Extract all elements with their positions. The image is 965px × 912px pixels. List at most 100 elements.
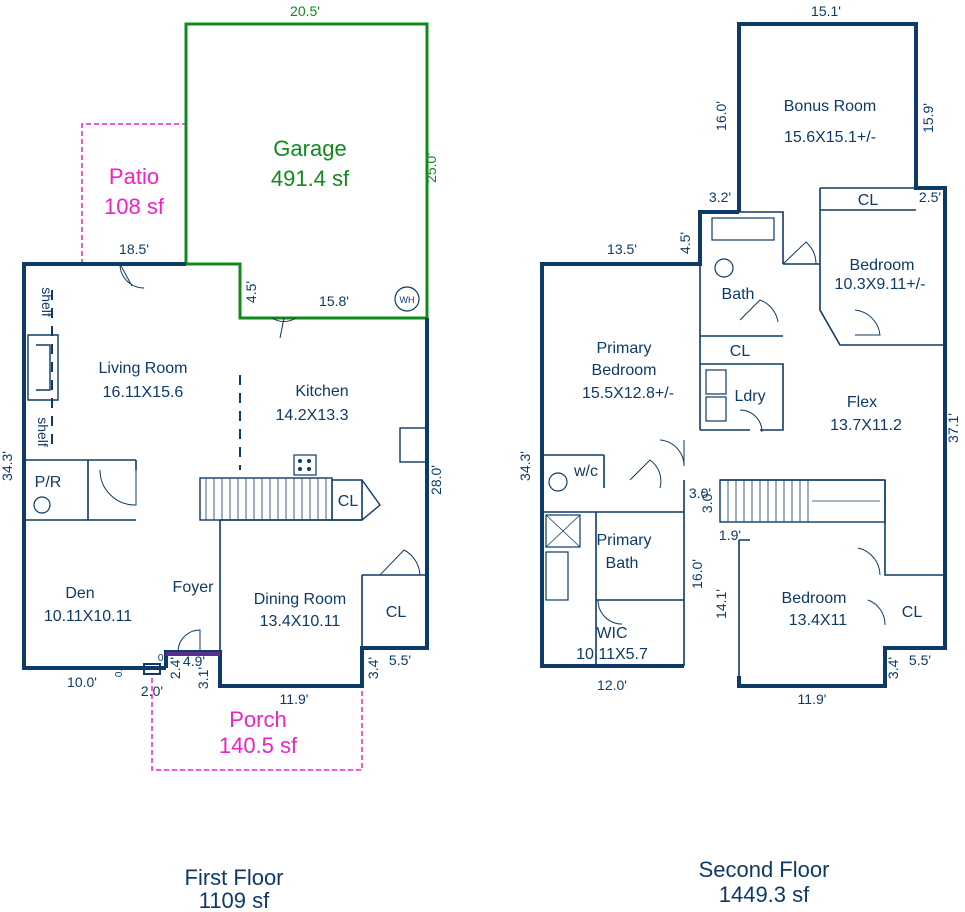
dim-entry-d: 3.1' <box>195 667 211 689</box>
water-heater-icon <box>394 286 420 312</box>
dim-bed-top: 2.5' <box>919 189 941 205</box>
dim-step-b: 5.5' <box>909 652 931 668</box>
first-floor-labels: Garage 491.4 sf Patio 108 sf Porch 140.5… <box>0 3 444 912</box>
dim-entry-a: 2.0' <box>141 683 163 699</box>
bedroom-3-size: 13.4X11 <box>789 612 848 629</box>
door-swing <box>854 309 881 336</box>
dim-stair-a: 3.0' <box>689 485 711 501</box>
dim-bonus-left: 16.0' <box>713 101 729 131</box>
living-room-size: 16.11X15.6 <box>103 384 184 401</box>
dim-entry-c: 4.9' <box>183 653 205 669</box>
kitchen-wall-unit <box>399 427 428 463</box>
bath-closet-name: CL <box>730 343 751 360</box>
door-swing <box>119 263 145 289</box>
washer <box>705 369 727 395</box>
second-floor-area: 1449.3 sf <box>719 882 810 907</box>
dim-step-a: 3.4' <box>365 657 381 679</box>
door-swing <box>867 599 886 626</box>
dim-tiny-a: 0. <box>114 669 125 677</box>
dim-pbath-side: 16.0' <box>689 559 705 589</box>
dining-room-name: Dining Room <box>254 591 346 608</box>
garage-name: Garage <box>273 136 346 161</box>
den-size: 10.11X10.11 <box>44 608 132 625</box>
dim-bath-top: 3.2' <box>709 189 731 205</box>
first-floor-plan <box>22 22 429 771</box>
second-floor-exterior-wall <box>540 22 947 688</box>
dim-porch-width: 11.9' <box>280 691 309 707</box>
wic-size: 10.11X5.7 <box>576 646 648 663</box>
door-swing <box>379 549 421 576</box>
dim-bottom-right: 11.9' <box>798 691 827 707</box>
shelf-label-bottom: shelf <box>35 417 51 447</box>
bedroom-2-size: 10.3X9.11+/- <box>835 276 926 293</box>
dim-garage-top: 20.5' <box>290 3 320 19</box>
door-swing <box>739 409 763 433</box>
garage-outline <box>184 22 429 318</box>
second-floor-interior-walls <box>541 187 945 686</box>
bedroom-3-closet: CL <box>902 604 923 621</box>
patio-area: 108 sf <box>104 194 165 219</box>
primary-bath-name-2: Bath <box>606 555 639 572</box>
dim-left-side: 34.3' <box>0 451 15 481</box>
dim-garage-bottom: 15.8' <box>319 293 349 309</box>
dim-bottom-left: 12.0' <box>597 677 627 693</box>
laundry-name: Ldry <box>734 388 765 405</box>
dim-right-side: 28.0' <box>428 465 444 495</box>
primary-bedroom-name-1: Primary <box>596 340 651 357</box>
wic-name: WIC <box>596 625 627 642</box>
bonus-room-name: Bonus Room <box>784 98 877 115</box>
kitchen-size: 14.2X13.3 <box>276 407 349 424</box>
dim-step-b: 5.5' <box>389 652 411 668</box>
dim-stair-c: 1.9' <box>719 527 741 543</box>
kitchen-burner <box>307 459 311 463</box>
dim-step-a: 3.4' <box>885 657 901 679</box>
shower <box>545 514 581 548</box>
den-name: Den <box>65 585 94 602</box>
patio-name: Patio <box>109 164 159 189</box>
bedroom-2-name: Bedroom <box>850 257 915 274</box>
kitchen-burner <box>307 467 311 471</box>
flex-size: 13.7X11.2 <box>830 417 902 434</box>
water-closet-name: w/c <box>573 463 598 480</box>
patio-outline <box>81 123 186 264</box>
dining-closet-name: CL <box>386 604 407 621</box>
dim-den-bottom: 10.0' <box>67 674 97 690</box>
kitchen-burner <box>298 467 302 471</box>
porch-outline <box>151 678 363 771</box>
second-floor-stairs <box>719 479 886 523</box>
dim-bath-left: 4.5' <box>677 232 693 254</box>
door-swing <box>782 241 817 265</box>
first-floor-title: First Floor <box>185 865 284 890</box>
shower-cross <box>545 514 581 548</box>
dim-bonus-right: 15.9' <box>920 103 936 133</box>
first-floor-stairs <box>199 477 333 521</box>
dim-entry-b: 2.4' <box>167 657 183 679</box>
door-swing <box>177 629 201 653</box>
kitchen-name: Kitchen <box>295 383 348 400</box>
door-swing <box>271 317 297 339</box>
dim-stair-b: 3.0' <box>699 491 715 513</box>
dim-garage-step: 4.5' <box>243 281 259 303</box>
fireplace <box>27 334 59 401</box>
dim-tiny-b: 0. <box>158 653 166 664</box>
porch-name: Porch <box>229 707 286 732</box>
first-floor-area: 1109 sf <box>199 888 270 912</box>
door-swing <box>99 469 137 506</box>
primary-bath-name-1: Primary <box>596 532 651 549</box>
powder-room-name: P/R <box>35 474 62 491</box>
dining-room-size: 13.4X10.11 <box>260 613 341 630</box>
primary-bedroom-name-2: Bedroom <box>592 362 657 379</box>
second-floor-title: Second Floor <box>699 857 830 882</box>
bedroom-2-closet: CL <box>858 192 879 209</box>
second-floor-labels: Bonus Room 15.6X15.1+/- CL Bedroom 10.3X… <box>517 3 961 907</box>
door-swing <box>629 459 662 489</box>
dim-garage-right: 25.0' <box>423 153 439 183</box>
flex-name: Flex <box>847 394 877 411</box>
kitchen-range <box>293 454 317 476</box>
kitchen-closet <box>331 479 381 521</box>
dim-right-side: 37.1' <box>945 413 961 443</box>
toilet-icon <box>33 496 51 514</box>
living-room-name: Living Room <box>99 360 188 377</box>
dim-primary-top: 13.5' <box>607 241 637 257</box>
